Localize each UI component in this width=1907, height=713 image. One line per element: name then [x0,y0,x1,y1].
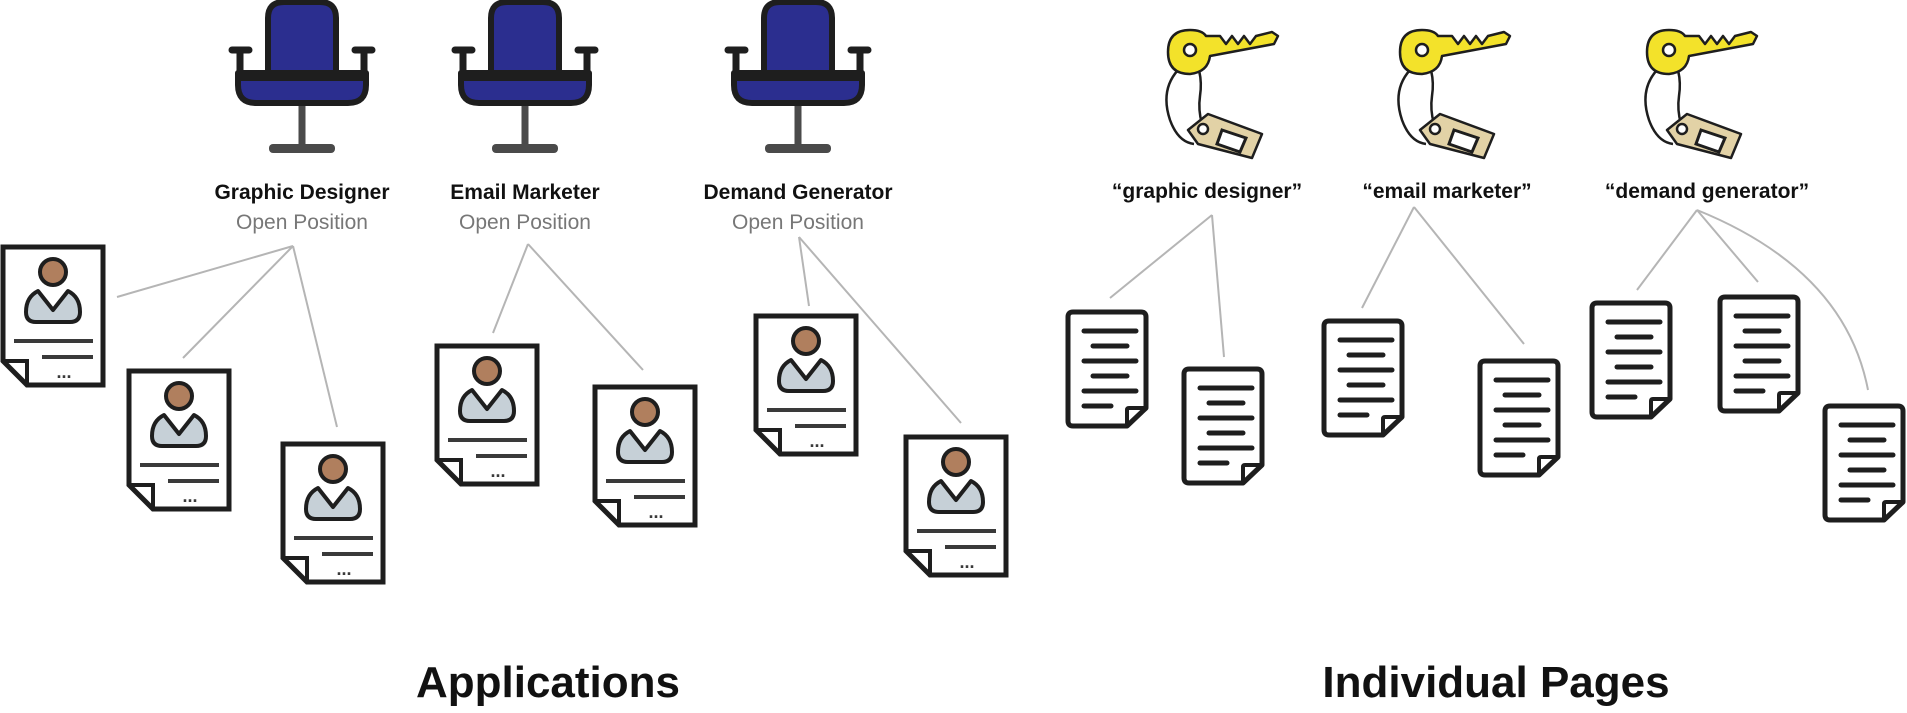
position-graphic-designer: Graphic Designer Open Position [214,2,390,234]
page-document-icon [1592,303,1670,417]
connectors-email-marketer-pages [1361,206,1525,345]
connector-line [1109,214,1213,299]
connectors-demand-generator [798,236,962,424]
section-title-applications: Applications [416,658,680,707]
keyword-label: “demand generator” [1605,180,1809,203]
individual-pages-section: “graphic designer” “email marketer” “dem… [1068,28,1903,707]
page-document-icon [1068,312,1146,426]
resume-icon [595,387,695,525]
resume-icon [906,437,1006,575]
resume-document: ... [3,247,103,385]
keyword-label: “graphic designer” [1112,180,1302,203]
connectors-demand-generator-pages [1636,209,1869,391]
position-demand-generator: Demand Generator Open Position [703,2,893,234]
position-email-marketer: Email Marketer Open Position [450,2,600,234]
page-document-icon [1720,297,1798,411]
resume-icon [283,444,383,582]
resume-icon [756,316,856,454]
connector-line [1636,209,1698,291]
connector-line [492,243,529,334]
connector-line [1413,206,1525,345]
applications-section: Graphic Designer Open Position Email Mar… [3,2,1006,707]
position-subtitle: Open Position [459,211,591,234]
resume-ellipsis: ... [959,552,974,572]
resume-document: ... [437,346,537,484]
connector-line [1696,209,1869,391]
key-with-tag-icon [1164,28,1280,160]
resume-document: ... [906,437,1006,575]
resume-document: ... [129,371,229,509]
office-chair-icon [232,2,372,153]
position-title: Graphic Designer [214,181,389,204]
key-with-tag-icon [1643,28,1759,160]
key-with-tag-icon [1396,28,1512,160]
resume-icon [129,371,229,509]
connector-line [798,236,962,424]
connectors-graphic-designer [116,245,338,428]
resume-icon [437,346,537,484]
keyword-graphic-designer: “graphic designer” [1112,28,1302,203]
connector-line [1361,206,1415,309]
resume-ellipsis: ... [809,431,824,451]
connectors-email-marketer [492,243,644,371]
resume-document: ... [595,387,695,525]
page-document-icon [1480,361,1558,475]
section-title-individual-pages: Individual Pages [1322,658,1669,707]
resume-ellipsis: ... [336,559,351,579]
office-chair-icon [728,2,868,153]
connector-line [292,245,338,428]
position-title: Email Marketer [450,181,599,204]
office-chair-icon [455,2,595,153]
resume-ellipsis: ... [182,486,197,506]
resume-document: ... [283,444,383,582]
position-subtitle: Open Position [732,211,864,234]
page-document-icon [1324,321,1402,435]
connectors-graphic-designer-pages [1109,214,1225,358]
connector-line [798,236,810,307]
connector-line [1696,209,1759,283]
keyword-demand-generator: “demand generator” [1605,28,1809,203]
keyword-email-marketer: “email marketer” [1362,28,1532,203]
position-subtitle: Open Position [236,211,368,234]
connector-line [182,245,294,359]
connector-line [1211,214,1225,358]
resume-icon [3,247,103,385]
resume-ellipsis: ... [648,502,663,522]
connector-line [527,243,644,371]
position-title: Demand Generator [703,181,892,204]
page-document-icon [1825,406,1903,520]
page-document-icon [1184,369,1262,483]
resume-ellipsis: ... [56,362,71,382]
keyword-label: “email marketer” [1362,180,1531,203]
resume-document: ... [756,316,856,454]
resume-ellipsis: ... [490,461,505,481]
connector-line [116,245,294,298]
